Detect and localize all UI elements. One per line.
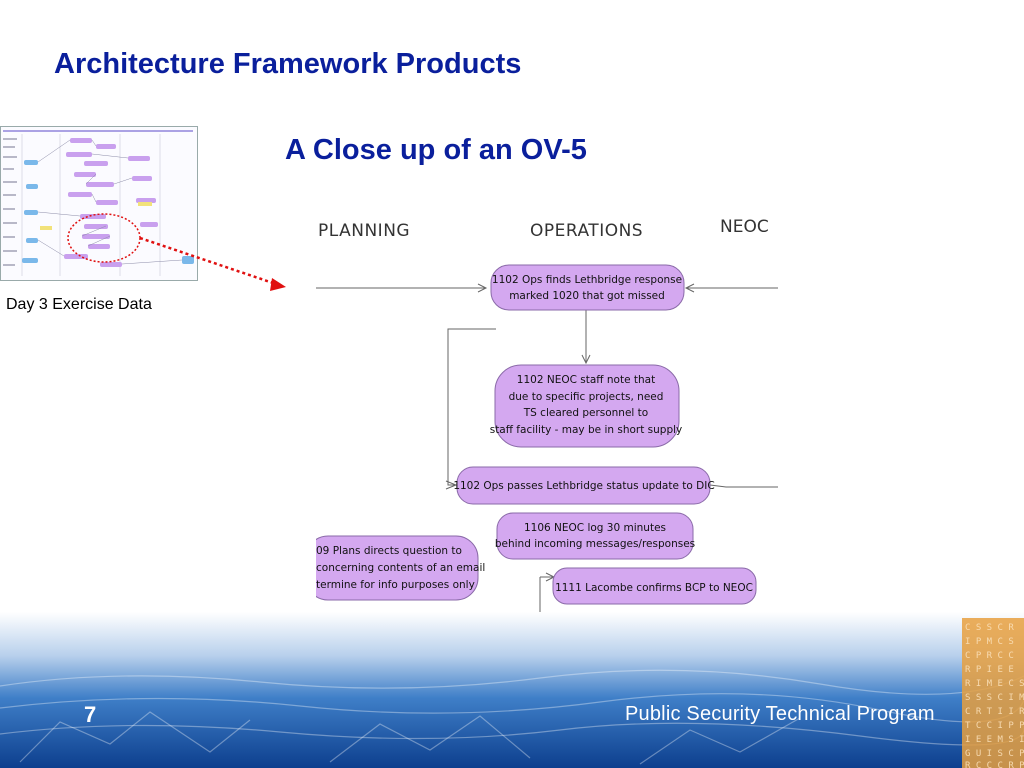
- activity-2-line-2: due to specific projects, need: [509, 391, 664, 403]
- page-number: 7: [84, 702, 97, 727]
- svg-text:I P M C S: I P M C S: [965, 637, 1014, 647]
- lane-label-operations: OPERATIONS: [530, 221, 643, 241]
- svg-text:C P R C C: C P R C C: [965, 651, 1014, 661]
- activity-box-4: [496, 512, 694, 560]
- activity-4-line-2: behind incoming messages/responses: [495, 538, 695, 550]
- activity-box-6: [552, 567, 757, 605]
- activity-box-2: [494, 364, 680, 448]
- activity-1-line-2: marked 1020 that got missed: [509, 290, 665, 302]
- svg-text:C S S C R: C S S C R: [965, 623, 1014, 633]
- activity-2-line-3: TS cleared personnel to: [523, 407, 648, 419]
- activity-box-3: [456, 466, 711, 505]
- footer-band: [0, 612, 1024, 768]
- svg-text:R P I E E: R P I E E: [965, 665, 1014, 675]
- slide-subtitle: A Close up of an OV-5: [285, 134, 587, 166]
- program-letter-grid: C S S C R I P M C S C P R C C R P I E E …: [965, 623, 1024, 768]
- pointer-arrow-head: [270, 278, 286, 291]
- thumbnail-caption: Day 3 Exercise Data: [6, 296, 152, 313]
- ov5-thumbnail: [0, 126, 198, 281]
- lane-label-neoc: NEOC: [720, 217, 769, 237]
- slide-title: Architecture Framework Products: [54, 48, 522, 80]
- svg-text:T C C I P P: T C C I P P: [965, 721, 1024, 731]
- activity-box-1: [490, 264, 685, 311]
- activity-6-line-1: 1111 Lacombe confirms BCP to NEOC: [555, 582, 753, 594]
- activity-5-line-1: 09 Plans directs question to: [316, 545, 462, 557]
- svg-text:C R T I I R: C R T I I R: [965, 707, 1024, 717]
- svg-text:R C C C R P: R C C C R P: [965, 761, 1024, 768]
- activity-1-line-1: 1102 Ops finds Lethbridge response: [492, 274, 682, 286]
- ov5-closeup-diagram: PLANNING OPERATIONS NEOC 1102 Ops finds …: [316, 205, 778, 613]
- program-name: Public Security Technical Program: [625, 703, 935, 725]
- activity-2-line-4: staff facility - may be in short supply: [490, 424, 683, 436]
- activity-5-line-2: concerning contents of an email: [316, 562, 485, 574]
- svg-text:S S S C I M: S S S C I M: [965, 693, 1024, 703]
- activity-3-line-1: 1102 Ops passes Lethbridge status update…: [453, 480, 714, 492]
- activity-4-line-1: 1106 NEOC log 30 minutes: [524, 522, 666, 534]
- activity-5-line-3: termine for info purposes only: [316, 579, 475, 591]
- svg-text:G U I S C P: G U I S C P: [965, 749, 1024, 759]
- activity-2-line-1: 1102 NEOC staff note that: [517, 374, 655, 386]
- svg-text:R I M E C S: R I M E C S: [965, 679, 1024, 689]
- lane-label-planning: PLANNING: [318, 221, 410, 241]
- activity-box-5: [316, 535, 479, 601]
- svg-text:I E E M S I: I E E M S I: [965, 735, 1024, 745]
